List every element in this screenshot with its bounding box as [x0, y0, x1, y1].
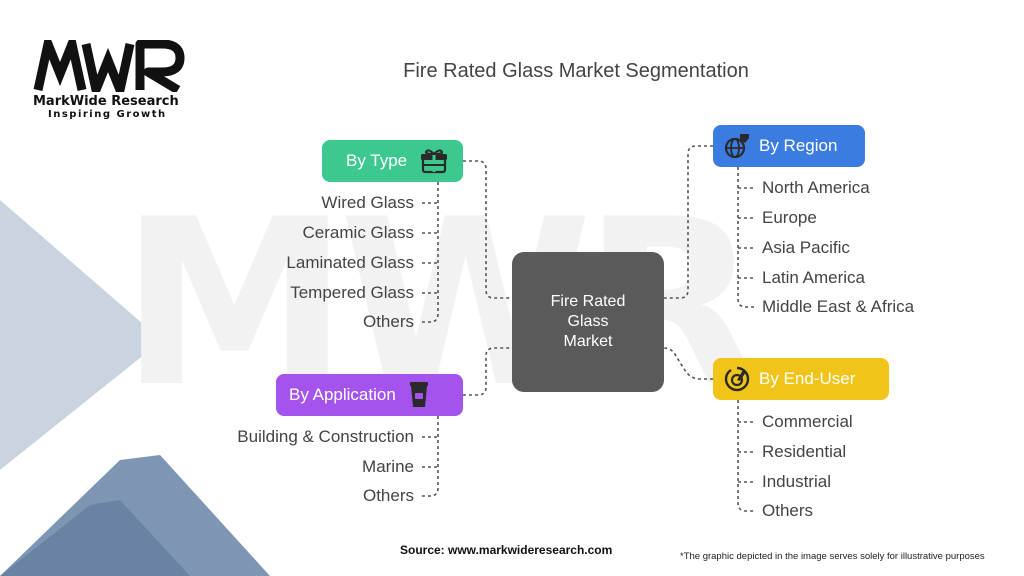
application-item: Others: [362, 486, 414, 505]
center-node: Fire Rated Glass Market: [512, 252, 664, 392]
type-item: Laminated Glass: [286, 253, 414, 272]
type-item: Others: [362, 312, 414, 331]
connector-region: [664, 145, 713, 299]
logo-mark: [33, 40, 185, 92]
segment-application-pill: By Application: [276, 374, 463, 416]
target-icon: [724, 366, 750, 392]
region-item: Middle East & Africa: [762, 297, 915, 316]
connector-enduser: [663, 347, 713, 380]
connector-region-list: [737, 167, 754, 308]
enduser-item: Commercial: [762, 412, 853, 431]
type-item: Tempered Glass: [290, 283, 414, 302]
disclaimer-text: *The graphic depicted in the image serve…: [680, 551, 985, 562]
connector-type-list: [422, 182, 439, 323]
segment-type-label: By Type: [346, 151, 408, 170]
segment-type-pill: By Type: [322, 140, 463, 182]
region-item: Latin America: [762, 268, 865, 287]
connector-application: [463, 347, 512, 396]
enduser-item: Residential: [762, 442, 847, 461]
enduser-item: Others: [762, 501, 814, 520]
region-item: Europe: [762, 208, 817, 227]
gift-icon: [421, 149, 448, 174]
logo: MarkWide Research Inspiring Growth: [30, 40, 190, 120]
type-item: Wired Glass: [321, 193, 414, 212]
logo-name: MarkWide Research: [33, 94, 179, 109]
center-line-2: Glass: [567, 313, 609, 330]
application-item: Building & Construction: [237, 427, 414, 446]
segment-region-pill: By Region: [713, 125, 865, 167]
region-item: Asia Pacific: [762, 238, 850, 257]
region-item: North America: [762, 178, 870, 197]
cup-icon: [409, 382, 428, 407]
segment-enduser-pill: By End-User: [713, 358, 889, 400]
decor-shape-bottom-dark: [0, 500, 190, 576]
application-item: Marine: [362, 457, 414, 476]
logo-tagline: Inspiring Growth: [48, 109, 167, 120]
center-line-1: Fire Rated: [550, 293, 626, 310]
decor-shape-large: [0, 200, 150, 470]
segment-application-label: By Application: [289, 385, 396, 404]
connector-enduser-list: [737, 400, 754, 512]
globe-icon: [724, 134, 749, 159]
source-text: Source: www.markwideresearch.com: [400, 543, 613, 557]
segment-region-label: By Region: [759, 136, 838, 155]
connector-application-list: [422, 416, 439, 497]
page-title: Fire Rated Glass Market Segmentation: [403, 60, 749, 82]
connector-type: [463, 160, 512, 299]
segment-enduser-label: By End-User: [759, 369, 856, 388]
enduser-item: Industrial: [762, 472, 831, 491]
center-line-3: Market: [563, 333, 613, 350]
type-item: Ceramic Glass: [302, 223, 414, 242]
